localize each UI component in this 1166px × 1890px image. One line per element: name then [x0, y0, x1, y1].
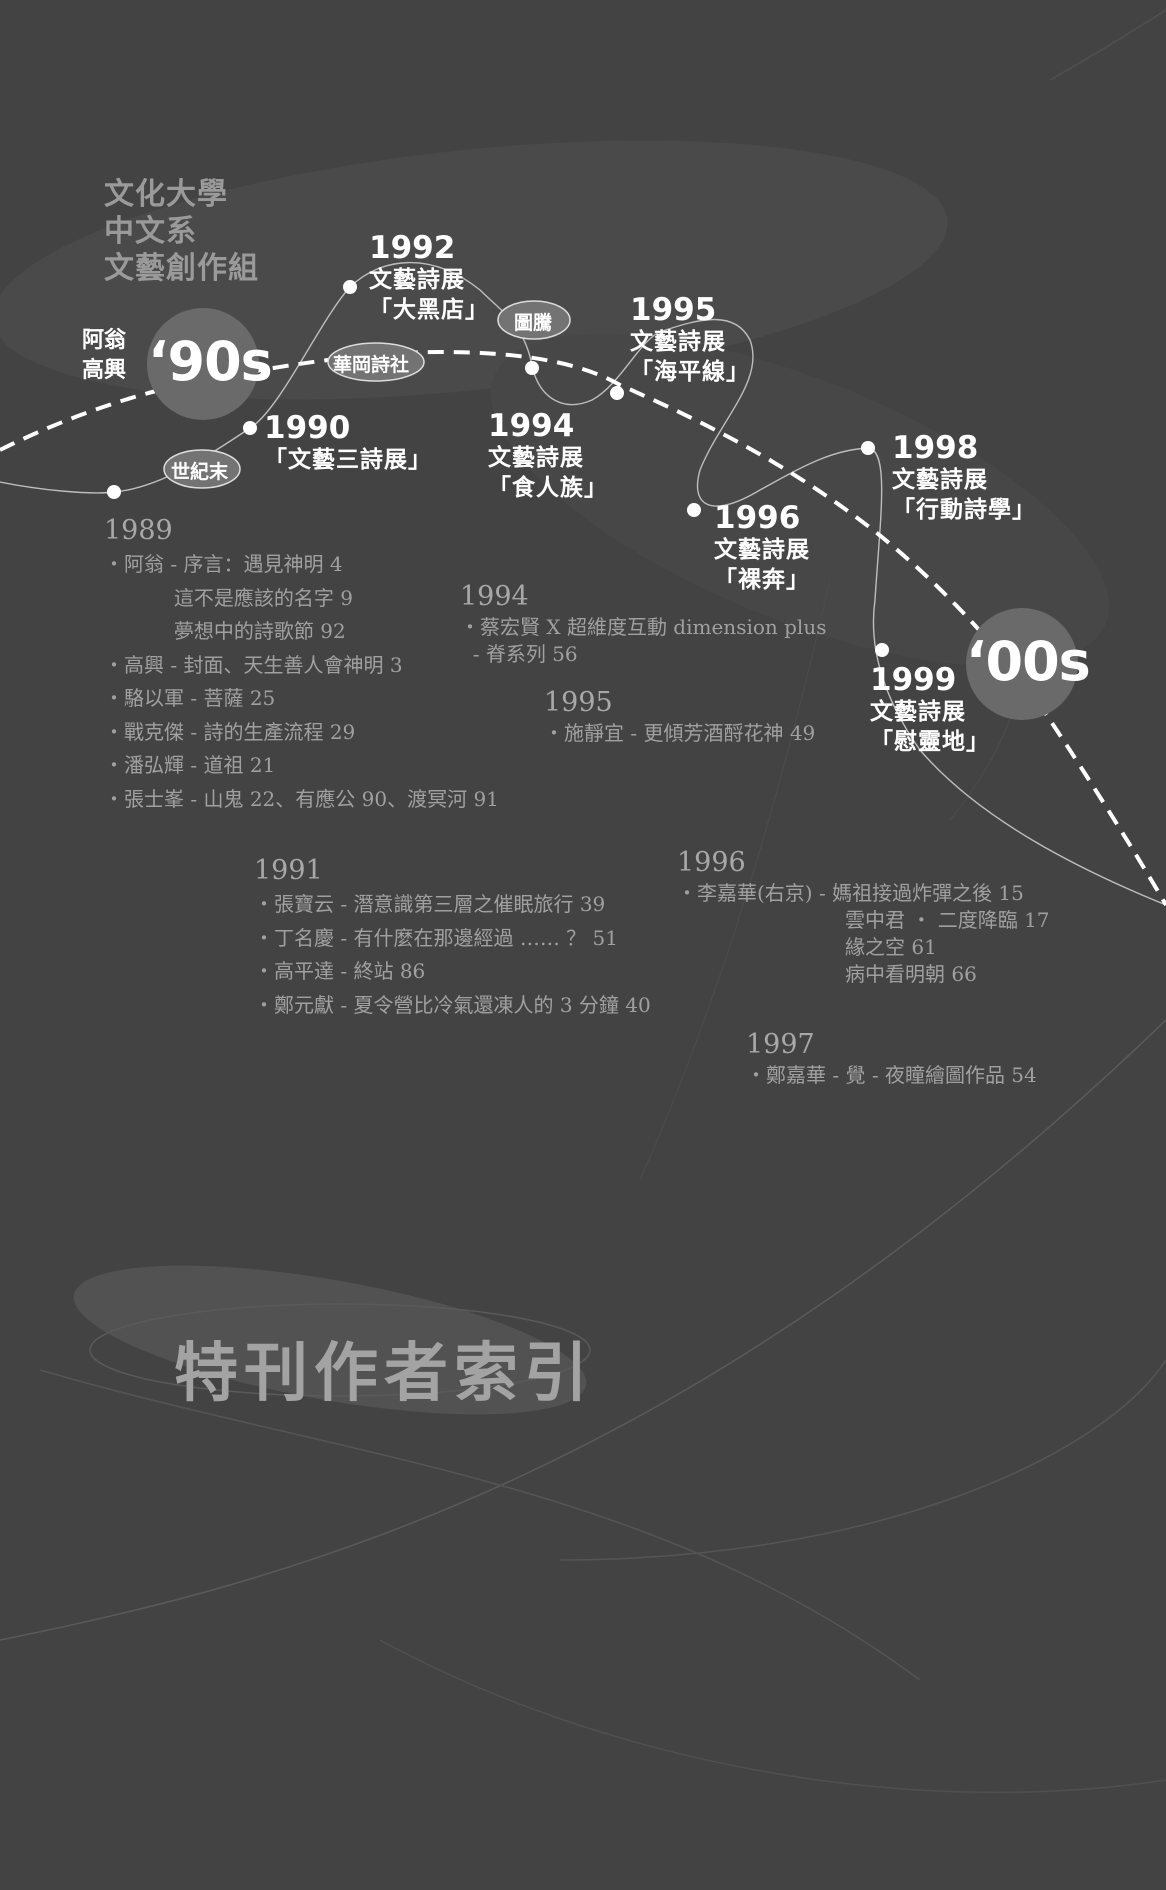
event-year: 1998 [892, 430, 979, 466]
event-line-text: 「海平線」 [630, 359, 750, 385]
dot-1990 [243, 421, 257, 435]
dot-1998 [861, 441, 875, 455]
index-entry: ・駱以軍 - 菩薩 25 [104, 686, 276, 710]
index-1989: 1989 ・阿翁 - 序言：遇見神明 4 這不是應該的名字 9 夢想中的詩歌節 … [104, 514, 499, 816]
event-year: 1995 [630, 292, 717, 328]
event-year: 1994 [488, 408, 575, 444]
index-1997: 1997 ・鄭嘉華 - 覺 - 夜瞳繪圖作品 54 [746, 1028, 1037, 1089]
event-line-text: 文藝詩展 [369, 267, 465, 293]
index-entry: ・丁名慶 - 有什麼在那邊經過 …… ？ 51 [254, 925, 618, 950]
index-entry: ・張士峯 - 山鬼 22、有應公 90、渡冥河 91 [104, 786, 499, 811]
pill-shijimo-bg [163, 449, 241, 489]
bg-arc [639, 579, 831, 1181]
index-year: 1991 [254, 855, 323, 886]
event-1990: 1990 「文藝三詩展」 [264, 412, 432, 475]
index-entry: ・戰克傑 - 詩的生產流程 29 [104, 719, 356, 744]
people-label: 阿翁 高興 [82, 326, 126, 386]
index-1991: 1991 ・張寶云 - 潛意識第三層之催眠旅行 39 ・丁名慶 - 有什麼在那邊… [254, 854, 651, 1022]
bg-arc [1049, 9, 1166, 81]
bg-arc [39, 1369, 921, 1681]
index-entry: ・鄭嘉華 - 覺 - 夜瞳繪圖作品 54 [746, 1063, 1037, 1087]
event-year: 1990 [264, 410, 351, 446]
event-line-text: 「裸奔」 [714, 567, 810, 593]
bg-ellipse [490, 333, 1110, 667]
event-year: 1992 [369, 230, 456, 266]
index-entry: ・張寶云 - 潛意識第三層之催眠旅行 39 [254, 892, 606, 916]
index-entry: ・阿翁 - 序言：遇見神明 4 [104, 552, 343, 576]
event-1992: 1992 文藝詩展 「大黑店」 [369, 232, 489, 325]
department-line: 中文系 [104, 214, 197, 249]
dot-1994 [525, 361, 539, 375]
dot-1989 [107, 485, 121, 499]
event-line-text: 文藝詩展 [870, 699, 966, 725]
index-entry: ・施靜宜 - 更傾芳酒酹花神 49 [544, 721, 816, 745]
index-year: 1995 [544, 687, 613, 718]
event-line-text: 「文藝三詩展」 [264, 447, 432, 473]
event-line-text: 文藝詩展 [892, 467, 988, 493]
page-title: 特刊作者索引 [174, 1337, 594, 1411]
index-entry: ・潘弘輝 - 道祖 21 [104, 753, 276, 777]
event-line-text: 文藝詩展 [630, 329, 726, 355]
bg-ellipse [73, 1265, 587, 1415]
event-year: 1996 [714, 500, 801, 536]
event-1999: 1999 文藝詩展 「慰靈地」 [870, 664, 990, 757]
index-entry: 夢想中的詩歌節 92 [104, 619, 346, 643]
index-entry: ・蔡宏賢 X 超維度互動 dimension plus [460, 615, 827, 639]
bg-ellipse [89, 1303, 591, 1397]
dot-1996 [687, 503, 701, 517]
decade-label-90s: ‘90s [148, 330, 273, 393]
event-1994: 1994 文藝詩展 「食人族」 [488, 410, 608, 503]
event-1998: 1998 文藝詩展 「行動詩學」 [892, 432, 1036, 525]
event-line-text: 「食人族」 [488, 475, 608, 501]
bg-arc [379, 1639, 1166, 1794]
event-line-text: 文藝詩展 [488, 445, 584, 471]
event-line-text: 「慰靈地」 [870, 729, 990, 755]
person-name: 高興 [82, 358, 127, 383]
index-entry: ・鄭元獻 - 夏令營比冷氣還凍人的 3 分鐘 40 [254, 992, 651, 1017]
index-entry: ・高興 - 封面、天生善人會神明 3 [104, 652, 403, 677]
index-entry: 雲中君 ・ 二度降臨 17 [845, 908, 1050, 932]
event-line-text: 文藝詩展 [714, 537, 810, 563]
department-line: 文化大學 [104, 177, 228, 212]
index-entry: 這不是應該的名字 9 [104, 585, 354, 610]
index-entry: ・高平達 - 終站 86 [254, 959, 426, 983]
event-line-text: 「行動詩學」 [892, 497, 1036, 523]
index-year: 1997 [746, 1029, 815, 1060]
event-1996: 1996 文藝詩展 「裸奔」 [714, 502, 810, 595]
index-1996: 1996 ・李嘉華(右京) - 媽祖接過炸彈之後 15 雲中君 ・ 二度降臨 1… [677, 846, 1050, 988]
index-year: 1996 [677, 847, 746, 878]
index-1995: 1995 ・施靜宜 - 更傾芳酒酹花神 49 [544, 686, 815, 747]
index-entry: 病中看明朝 66 [845, 962, 977, 986]
decade-circle-90s [147, 308, 259, 420]
event-line [0, 261, 1166, 906]
index-year: 1989 [104, 515, 173, 546]
event-1995: 1995 文藝詩展 「海平線」 [630, 294, 750, 387]
index-entry: - 脊系列 56 [460, 642, 578, 666]
pill-huagang: 華岡詩社 [333, 354, 410, 376]
person-name: 阿翁 [82, 328, 127, 353]
pill-huagang-bg [327, 342, 425, 382]
bg-arc [0, 1019, 1166, 1641]
index-entry: 緣之空 61 [845, 935, 937, 959]
department-label: 文化大學 中文系 文藝創作組 [104, 176, 259, 287]
index-entry: ・李嘉華(右京) - 媽祖接過炸彈之後 15 [677, 881, 1024, 905]
bg-arc [559, 1359, 1166, 1561]
dot-1992 [343, 280, 357, 294]
decade-circle-00s [966, 608, 1078, 720]
dot-1995 [610, 386, 624, 400]
pill-tuteng-bg [497, 300, 571, 340]
index-year: 1994 [460, 581, 529, 612]
event-year: 1999 [870, 662, 957, 698]
decade-label-00s: ‘00s [966, 630, 1091, 693]
event-line-text: 「大黑店」 [369, 297, 489, 323]
pill-tuteng: 圖騰 [514, 312, 553, 334]
index-1994: 1994 ・蔡宏賢 X 超維度互動 dimension plus - 脊系列 5… [460, 580, 826, 668]
pill-shijimo: 世紀末 [171, 461, 229, 483]
dot-1999 [875, 643, 889, 657]
department-line: 文藝創作組 [104, 251, 259, 286]
